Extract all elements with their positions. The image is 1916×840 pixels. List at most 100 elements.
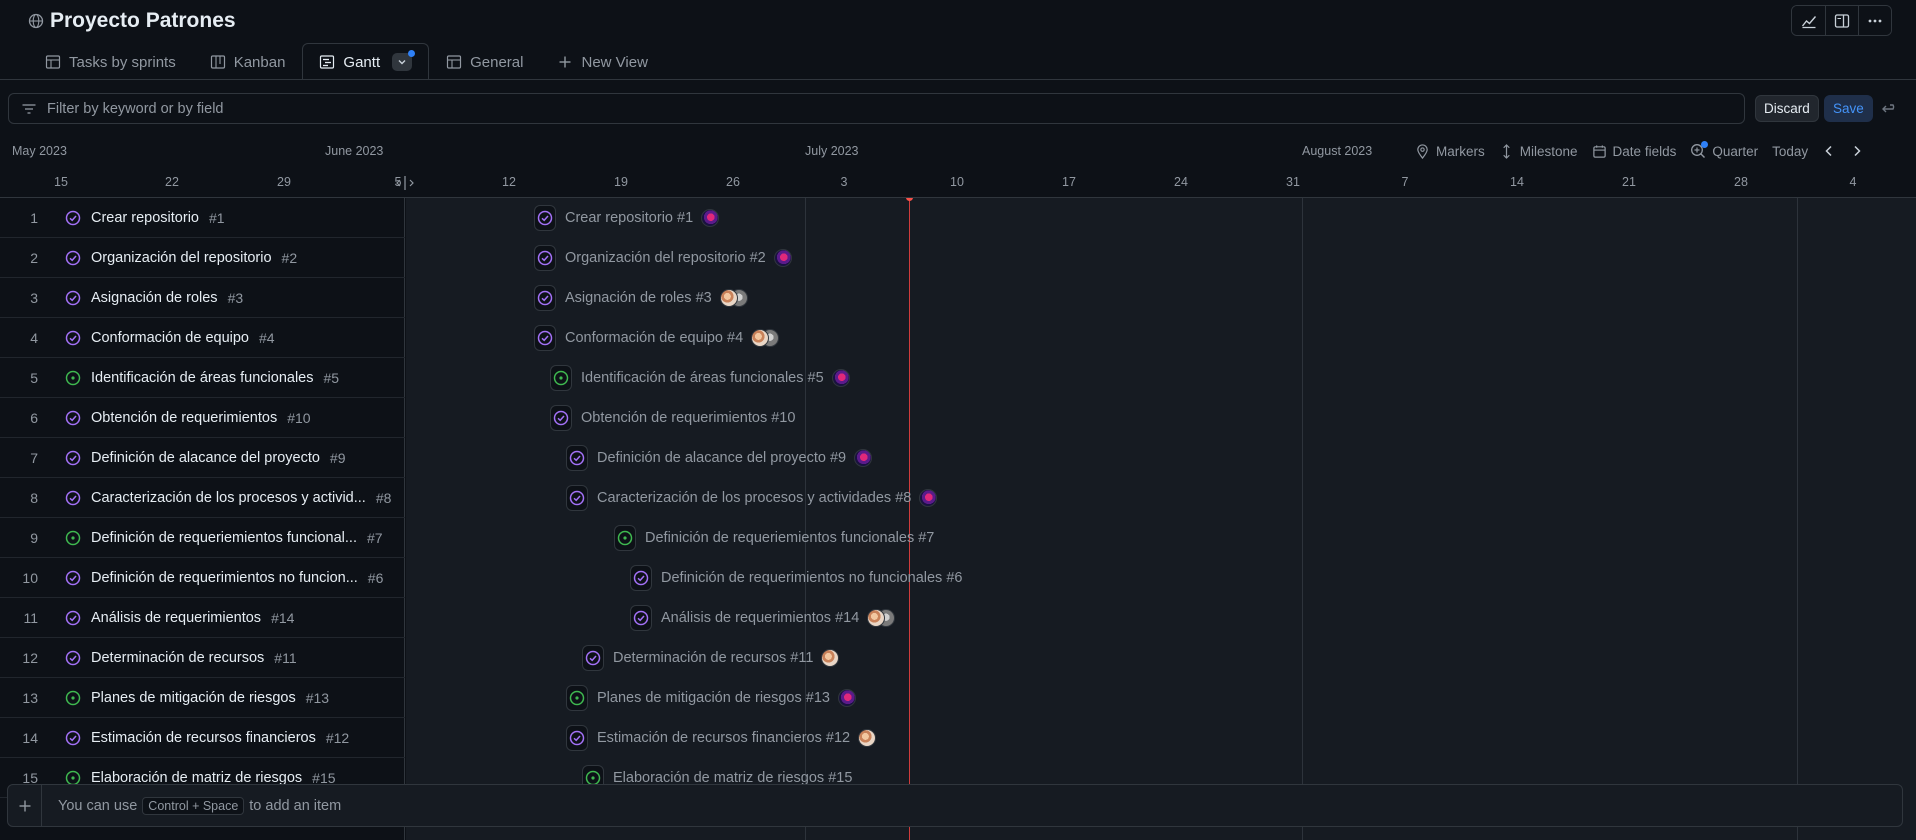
add-item-button[interactable] — [8, 784, 42, 827]
issue-closed-icon — [534, 285, 556, 311]
avatar-stack[interactable] — [719, 289, 748, 307]
gantt-bar[interactable]: Identificación de áreas funcionales #5 — [550, 358, 850, 398]
gantt-bar[interactable]: Definición de requerimientos no funciona… — [630, 558, 962, 598]
gantt-bar-label: Crear repositorio #1 — [565, 210, 694, 226]
tab-options-button[interactable] — [392, 50, 416, 71]
gantt-bar[interactable]: Determinación de recursos #11 — [582, 638, 840, 678]
item-title[interactable]: Conformación de equipo — [91, 329, 249, 346]
item-title[interactable]: Organización del repositorio — [91, 249, 272, 266]
gantt-bar-label: Conformación de equipo #4 — [565, 330, 744, 346]
tab-general[interactable]: General — [429, 43, 540, 80]
gantt-bar[interactable]: Crear repositorio #1 — [534, 198, 720, 238]
item-title[interactable]: Identificación de áreas funcionales — [91, 369, 314, 386]
issue-open-icon — [550, 365, 572, 391]
avatar[interactable] — [837, 689, 856, 707]
avatar[interactable] — [701, 209, 720, 227]
gantt-bar[interactable]: Definición de requeriemientos funcionale… — [614, 518, 934, 558]
new-view-button[interactable]: New View — [540, 43, 664, 80]
day-label: 28 — [1734, 175, 1748, 189]
gantt-bar[interactable]: Conformación de equipo #4 — [534, 318, 780, 358]
tab-tasks-by-sprints[interactable]: Tasks by sprints — [28, 43, 193, 80]
day-label: 17 — [1062, 175, 1076, 189]
item-title[interactable]: Análisis de requerimientos — [91, 609, 262, 626]
milestone-label: Milestone — [1519, 143, 1578, 159]
item-number: #4 — [259, 329, 275, 346]
today-button[interactable]: Today — [1772, 144, 1808, 159]
avatar[interactable] — [854, 449, 873, 467]
gantt-bar[interactable]: Organización del repositorio #2 — [534, 238, 792, 278]
avatar-stack[interactable] — [751, 329, 780, 347]
gantt-bar[interactable]: Asignación de roles #3 — [534, 278, 748, 318]
day-label: 31 — [1286, 175, 1300, 189]
add-item-bar[interactable]: You can use Control + Space to add an it… — [7, 784, 1903, 827]
item-title[interactable]: Definición de requeriemientos funcional.… — [91, 529, 357, 546]
item-number: #7 — [366, 529, 383, 546]
gantt-bar-label: Obtención de requerimientos #10 — [581, 410, 796, 426]
item-title[interactable]: Caracterización de los procesos y activi… — [91, 489, 366, 506]
item-title[interactable]: Crear repositorio — [91, 209, 199, 226]
row-number: 15 — [22, 769, 38, 786]
item-title[interactable]: Definición de alacance del proyecto — [91, 449, 320, 466]
avatar[interactable] — [919, 489, 938, 507]
column-resize-handle[interactable] — [394, 175, 416, 191]
chevron-right-icon[interactable] — [1850, 144, 1864, 158]
item-title[interactable]: Determinación de recursos — [91, 649, 265, 666]
discard-button[interactable]: Discard — [1755, 95, 1819, 122]
row-number: 11 — [23, 609, 38, 626]
panel-icon[interactable] — [1825, 6, 1858, 35]
more-icon[interactable] — [1858, 6, 1891, 35]
gantt-bar[interactable]: Obtención de requerimientos #10 — [550, 398, 795, 438]
avatar[interactable] — [773, 249, 792, 267]
filter-bar[interactable] — [8, 93, 1745, 124]
date-fields-button[interactable]: Date fields — [1592, 144, 1676, 159]
chevron-left-icon[interactable] — [1822, 144, 1836, 158]
avatar[interactable] — [831, 369, 850, 387]
grid-line — [1302, 198, 1303, 840]
gantt-bar[interactable]: Estimación de recursos financieros #12 — [566, 718, 877, 758]
row-number: 5 — [30, 369, 38, 386]
avatar-stack[interactable] — [867, 609, 896, 627]
location-icon — [1417, 143, 1428, 159]
project-title[interactable]: Proyecto Patrones — [50, 9, 236, 32]
item-title[interactable]: Obtención de requerimientos — [91, 409, 278, 426]
markers-button[interactable]: Markers — [1415, 144, 1485, 159]
item-number: #13 — [305, 689, 330, 706]
gantt-bar[interactable]: Planes de mitigación de riesgos #13 — [566, 678, 856, 718]
save-button[interactable]: Save — [1824, 95, 1873, 122]
row-number: 10 — [22, 569, 38, 586]
issue-closed-icon — [630, 605, 652, 631]
insights-icon[interactable] — [1792, 6, 1825, 35]
item-row[interactable]: 10 Definición de requerimientos no funcio… — [0, 558, 405, 598]
undo-icon[interactable] — [1880, 99, 1900, 119]
tab-gantt[interactable]: Gantt — [302, 43, 430, 80]
avatar[interactable] — [858, 729, 877, 747]
tab-kanban[interactable]: Kanban — [193, 43, 303, 80]
gantt-bar[interactable]: Análisis de requerimientos #14 — [630, 598, 896, 638]
plus-icon — [19, 800, 30, 811]
item-title[interactable]: Estimación de recursos financieros — [91, 729, 316, 746]
milestone-button[interactable]: Milestone — [1499, 144, 1578, 159]
issue-closed-icon — [582, 645, 604, 671]
item-title[interactable]: Planes de mitigación de riesgos — [91, 689, 296, 706]
header-divider — [0, 197, 1916, 198]
item-title[interactable]: Asignación de roles — [91, 289, 218, 306]
gantt-bar[interactable]: Caracterización de los procesos y activi… — [566, 478, 938, 518]
avatar[interactable] — [821, 649, 840, 667]
zoom-button[interactable]: Quarter — [1690, 141, 1758, 159]
filter-input[interactable] — [47, 100, 1647, 117]
gantt-bar[interactable]: Definición de alacance del proyecto #9 — [566, 438, 873, 478]
item-title[interactable]: Definición de requerimientos no funcion.… — [91, 569, 358, 586]
